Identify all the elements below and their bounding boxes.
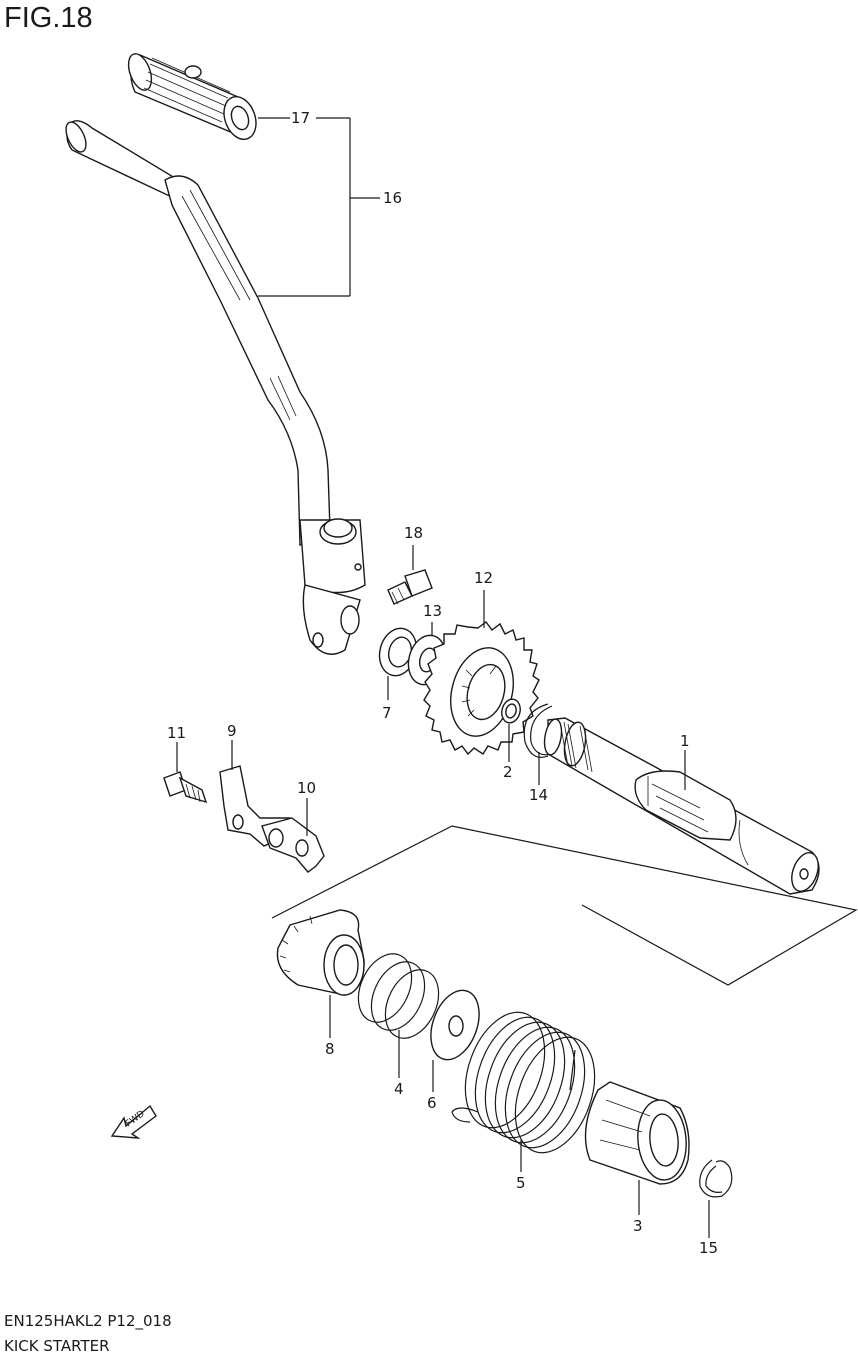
model-code: EN125HAKL2 P12_018 [4, 1312, 172, 1330]
callout-14: 14 [529, 786, 548, 804]
part-18-bolt[interactable] [387, 545, 433, 605]
callout-4: 4 [394, 1080, 404, 1098]
part-2-washer[interactable] [499, 697, 523, 762]
callout-12: 12 [474, 569, 493, 587]
callout-17: 17 [291, 109, 310, 127]
part-3-sleeve[interactable] [584, 1081, 690, 1215]
callout-2: 2 [503, 763, 513, 781]
callout-5: 5 [516, 1174, 526, 1192]
fwd-arrow-icon: FWD [110, 1104, 157, 1139]
part-15-circlip[interactable] [699, 1159, 733, 1238]
callout-leader-16-17 [258, 117, 380, 297]
part-5-return-spring[interactable] [451, 1001, 610, 1172]
part-10-plate[interactable] [261, 798, 325, 873]
figure-title: FIG.18 [4, 2, 93, 34]
part-16-kick-lever[interactable] [62, 119, 366, 655]
callout-6: 6 [427, 1094, 437, 1112]
callout-11: 11 [167, 724, 186, 742]
part-17-kick-grip[interactable] [124, 51, 262, 144]
part-4-spring[interactable] [348, 945, 449, 1078]
part-6-washer[interactable] [422, 984, 488, 1092]
callout-15: 15 [699, 1239, 718, 1257]
callout-9: 9 [227, 722, 237, 740]
part-11-bolt[interactable] [163, 742, 208, 804]
callout-7: 7 [382, 704, 392, 722]
section-name: KICK STARTER [4, 1337, 110, 1355]
callout-16: 16 [383, 189, 402, 207]
callout-13: 13 [423, 602, 442, 620]
part-1-kick-shaft[interactable] [542, 717, 823, 895]
callout-18: 18 [404, 524, 423, 542]
callout-8: 8 [325, 1040, 335, 1058]
callout-10: 10 [297, 779, 316, 797]
callout-1: 1 [680, 732, 690, 750]
part-14-circlip[interactable] [523, 703, 553, 785]
assembly-outline [271, 825, 858, 986]
part-8-ratchet[interactable] [276, 909, 365, 1038]
callout-3: 3 [633, 1217, 643, 1235]
